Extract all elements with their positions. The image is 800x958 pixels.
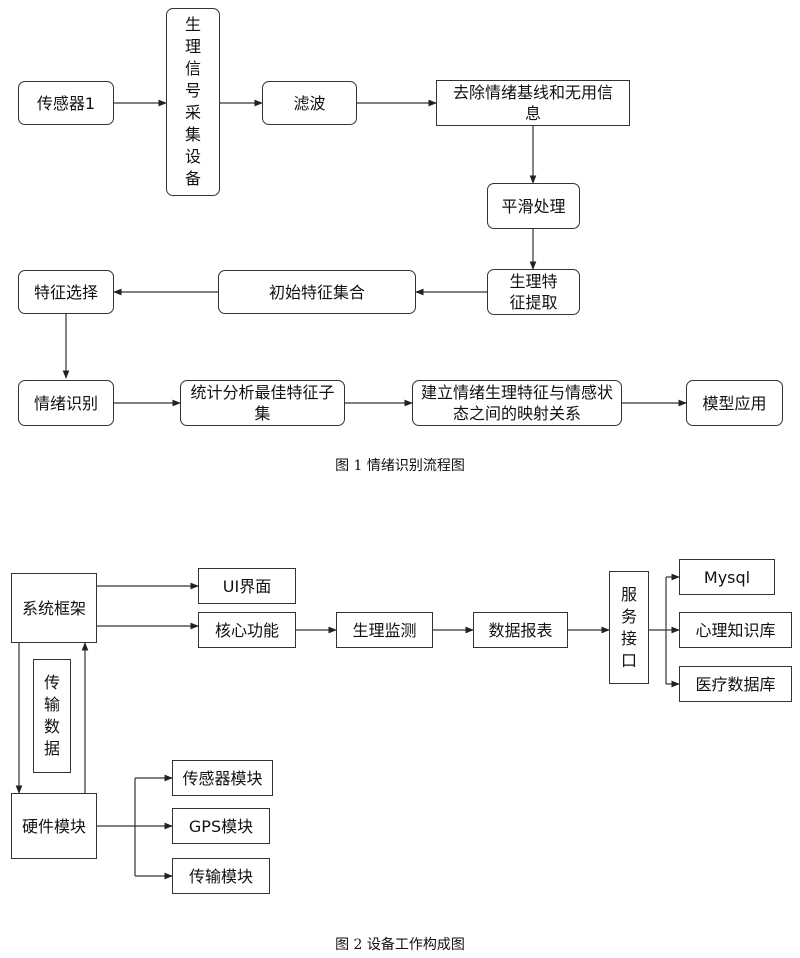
node-transmit-data: 传输数据 bbox=[33, 659, 71, 773]
node-medical-db: 医疗数据库 bbox=[679, 666, 792, 702]
vertical-label: 生理信号采集设备 bbox=[185, 15, 202, 188]
node-stat-analysis: 统计分析最佳特征子集 bbox=[180, 380, 345, 426]
vertical-label: 传输数据 bbox=[44, 673, 61, 758]
node-sensor-module: 传感器模块 bbox=[172, 760, 273, 796]
figure2-caption: 图 2 设备工作构成图 bbox=[335, 937, 465, 953]
node-data-report: 数据报表 bbox=[473, 612, 568, 648]
node-remove-baseline: 去除情绪基线和无用信息 bbox=[436, 80, 630, 126]
node-model-app: 模型应用 bbox=[686, 380, 783, 426]
vertical-label: 服务接口 bbox=[621, 584, 638, 670]
node-feature-select: 特征选择 bbox=[18, 270, 114, 314]
node-hardware-module: 硬件模块 bbox=[11, 793, 97, 859]
node-feature-extract: 生理特征提取 bbox=[487, 269, 580, 315]
node-signal-device: 生理信号采集设备 bbox=[166, 8, 220, 196]
node-ui: UI界面 bbox=[198, 568, 296, 604]
node-mapping: 建立情绪生理特征与情感状态之间的映射关系 bbox=[412, 380, 622, 426]
node-initial-features: 初始特征集合 bbox=[218, 270, 416, 314]
node-core-function: 核心功能 bbox=[198, 612, 296, 648]
node-psych-kb: 心理知识库 bbox=[679, 612, 792, 648]
node-transmit-module: 传输模块 bbox=[172, 858, 270, 894]
node-system-framework: 系统框架 bbox=[11, 573, 97, 643]
node-smoothing: 平滑处理 bbox=[487, 183, 580, 229]
node-gps-module: GPS模块 bbox=[172, 808, 270, 844]
node-physio-monitor: 生理监测 bbox=[336, 612, 433, 648]
node-mysql: Mysql bbox=[679, 559, 775, 595]
figure1-caption: 图 1 情绪识别流程图 bbox=[335, 458, 465, 474]
node-sensor1: 传感器1 bbox=[18, 81, 114, 125]
node-service-interface: 服务接口 bbox=[609, 571, 649, 684]
node-filter: 滤波 bbox=[262, 81, 357, 125]
node-emotion-recog: 情绪识别 bbox=[18, 380, 114, 426]
